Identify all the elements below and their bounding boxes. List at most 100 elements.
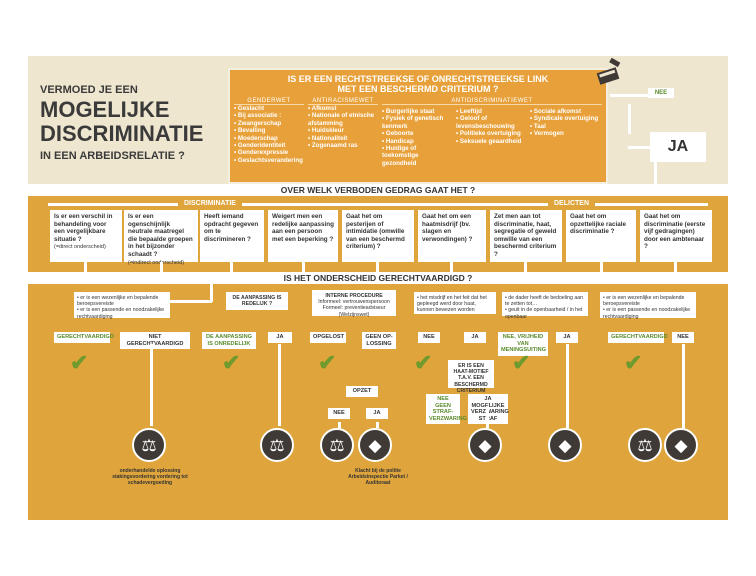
connector-line: [150, 344, 153, 426]
title-line2: MOGELIJKE: [40, 97, 170, 122]
condition-text: er is een wezenlijke en bepalende beroep…: [77, 295, 159, 308]
criterion-item: Genderexpressie: [234, 149, 304, 156]
link-question-line1: IS ER EEN RECHTSTREEKSE OF ONRECHTSTREEK…: [287, 74, 549, 84]
question-raciaal: Gaat het om opzettelijke raciale discrim…: [566, 210, 636, 262]
criteria-list: Sociale afkomstSyndicale overtuigingTaal…: [530, 108, 602, 138]
title-line1: VERMOED JE EEN: [40, 84, 138, 96]
condition-text: er is een passende en noodzakelijke rech…: [77, 307, 165, 320]
law-subcolumn-1: Burgerlijke staatFysiek of genetisch ken…: [382, 108, 454, 167]
outcome-opzet: OPZET: [346, 386, 378, 397]
police-cap-icon: ◆: [664, 428, 698, 462]
criteria-list: AfkomstNationale of etnische afstammingH…: [308, 105, 378, 149]
condition-text: Formeel: preventieadviseur (Welzijnswet): [322, 305, 386, 318]
question-ambtenaar: Gaat het om discriminatie (eerste vijf g…: [640, 210, 712, 262]
criterion-item: Huidige of toekomstige gezondheid: [382, 145, 454, 167]
question-note: (=indirect onderscheid): [128, 259, 185, 266]
outcome-aanpassing-onredelijk: DE AANPASSING IS ONREDELIJK: [202, 332, 256, 350]
question-note: (=direct onderscheid): [54, 244, 106, 251]
connector-line: [450, 262, 453, 276]
law-subcolumn-2: LeeftijdGeloof of levensbeschouwingPolit…: [456, 108, 528, 145]
criterion-item: Burgerlijke staat: [382, 108, 454, 115]
criterion-item: Geslachtsverandering: [234, 157, 304, 164]
criterion-item: Nationale of etnische afstamming: [308, 112, 378, 127]
condition-text: het misdrijf en het feit dat het gepleeg…: [417, 295, 487, 314]
outcome-nee: NEE: [672, 332, 694, 343]
law-name: ANTIDISCRIMINATIEWET: [382, 98, 602, 105]
connector-line: [682, 344, 685, 428]
police-cap-icon: ◆: [548, 428, 582, 462]
criterion-item: Zogenaamd ras: [308, 142, 378, 149]
outcome-nee-geen-verzwaring: NEE GEEN STRAF-VERZWARING: [426, 394, 467, 425]
condition-text: er is een wezenlijke en bepalende beroep…: [603, 295, 685, 308]
criterion-item: Handicap: [382, 138, 454, 145]
connector-line: [338, 422, 341, 428]
condition-box-5: • de dader heeft de bedoeling aan te zet…: [502, 292, 588, 320]
law-column-gender: GENDERWET GeslachtBij associatie :Zwange…: [234, 98, 304, 164]
condition-text: de dader heeft de bedoeling aan te zette…: [505, 295, 583, 308]
connector-line: [84, 262, 87, 276]
question-pesterijen: Gaat het om pesterijen of intimidatie (o…: [342, 210, 414, 262]
criteria-list: Burgerlijke staatFysiek of genetisch ken…: [382, 108, 454, 167]
book-gavel-icon: [596, 58, 621, 85]
outcome-ja: JA: [366, 408, 388, 419]
criteria-columns: GENDERWET GeslachtBij associatie :Zwange…: [234, 98, 602, 182]
criterion-item: Politieke overtuiging: [456, 130, 528, 137]
criterion-item: Geloof of levensbeschouwing: [456, 115, 528, 130]
outcome-nee: NEE: [418, 332, 440, 343]
connector-line: [376, 422, 379, 428]
criterion-item: Zwangerschap: [234, 120, 304, 127]
checkmark-icon: ✔: [222, 350, 241, 375]
criterion-item: Bevalling: [234, 127, 304, 134]
connector-line: [486, 406, 489, 428]
question-direct: Is er een verschil in behandeling voor e…: [50, 210, 122, 262]
question-opdracht: Heeft iemand opdracht gegeven om te disc…: [200, 210, 264, 262]
checkmark-icon: ✔: [512, 350, 531, 375]
section-delicten: DELICTEN: [548, 199, 595, 208]
haatmotief-box: ER IS EEN HAAT-MOTIEF T.A.V. EEN BESCHER…: [448, 360, 494, 394]
criterion-item: Afkomst: [308, 105, 378, 112]
law-column-antidiscrimination: ANTIDISCRIMINATIEWET: [382, 98, 602, 105]
connector-line: [170, 300, 212, 303]
condition-box-2: DE AANPASSING IS REDELIJK ?: [226, 292, 288, 310]
criterion-item: Moederschap: [234, 135, 304, 142]
criterion-item: Nationaliteit: [308, 135, 378, 142]
scales-icon: ⚖: [260, 428, 294, 462]
condition-box-3: INTERNE PROCEDURE Informeel: vertrouwens…: [312, 290, 396, 318]
law-name: GENDERWET: [234, 98, 304, 105]
law-column-antiracism: ANTIRACISMEWET AfkomstNationale of etnis…: [308, 98, 378, 149]
section-line: [48, 203, 708, 206]
criteria-list: LeeftijdGeloof of levensbeschouwingPolit…: [456, 108, 528, 145]
question-aanzetten: Zet men aan tot discriminatie, haat, seg…: [490, 210, 562, 262]
connector-line: [278, 344, 281, 426]
title-line3: DISCRIMINATIE: [40, 121, 204, 146]
scales-icon: ⚖: [132, 428, 166, 462]
outcome-opgelost: OPGELOST: [310, 332, 346, 343]
criterion-item: Vermogen: [530, 130, 602, 137]
question-haatmisdrijf: Gaat het om een haatmisdrijf (bv. slagen…: [418, 210, 486, 262]
connector-line: [160, 262, 163, 276]
condition-text: Informeel: vertrouwenspersoon: [318, 299, 390, 306]
outcome-geen-oplossing: GEEN OP-LOSSING: [362, 332, 396, 350]
checkmark-icon: ✔: [318, 350, 337, 375]
criteria-list: GeslachtBij associatie :ZwangerschapBeva…: [234, 105, 304, 164]
connector-line: [654, 162, 657, 184]
connector-line: [524, 262, 527, 276]
connector-line: [230, 262, 233, 276]
criterion-item: Taal: [530, 123, 602, 130]
nee-label: NEE: [648, 88, 674, 98]
criterion-item: Geslacht: [234, 105, 304, 112]
criterion-item: Geboorte: [382, 130, 454, 137]
outcome-nee-vrijheid: NEE, VRIJHEID VAN MENINGSUITING: [498, 332, 548, 356]
behaviour-question-banner: OVER WELK VERBODEN GEDRAG GAAT HET ?: [28, 184, 728, 196]
checkmark-icon: ✔: [624, 350, 643, 375]
section-discriminatie: DISCRIMINATIE: [178, 199, 242, 208]
question-text: Is er een ogenschijnlijk neutrale maatre…: [128, 213, 193, 258]
condition-box-4: • het misdrijf en het feit dat het geple…: [414, 292, 496, 314]
criterion-item: Genderidentiteit: [234, 142, 304, 149]
police-cap-icon: ◆: [468, 428, 502, 462]
title-line4: IN EEN ARBEIDSRELATIE ?: [40, 150, 185, 162]
scales-icon: ⚖: [628, 428, 662, 462]
condition-text: geuit in de openbaarheid / in het openba…: [505, 307, 583, 320]
condition-title: INTERNE PROCEDURE: [325, 293, 383, 299]
connector-line: [610, 94, 648, 97]
